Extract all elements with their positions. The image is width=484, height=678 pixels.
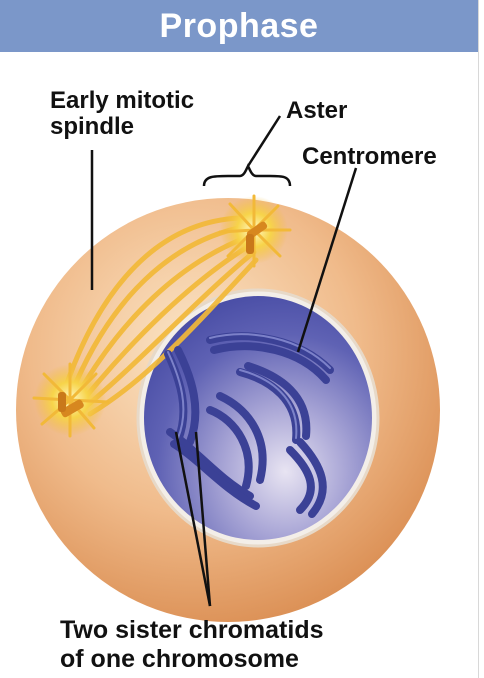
aster-label: Aster xyxy=(286,97,348,124)
label-pointers xyxy=(90,115,358,607)
chromatids-line1: Two sister chromatids xyxy=(60,616,324,644)
chromatids-line2: of one chromosome xyxy=(60,645,299,673)
aster-bracket xyxy=(202,163,292,187)
chromatid-pointer-right xyxy=(194,431,212,607)
chromatids-label: Two sister chromatids of one chromosome xyxy=(60,616,324,674)
page-title: Prophase xyxy=(159,6,319,45)
early-mitotic-spindle-label: Early mitotic spindle xyxy=(50,88,194,140)
chromatid-highlights xyxy=(167,333,331,439)
centromere-label: Centromere xyxy=(302,143,437,170)
edge-rule xyxy=(478,0,484,678)
chromatid-pointer-left xyxy=(174,431,212,607)
centromere-pointer xyxy=(296,167,358,353)
aster-upper xyxy=(218,194,292,268)
prophase-cell-diagram xyxy=(16,115,440,622)
early-mitotic-spindle-line1: Early mitotic xyxy=(50,87,195,114)
title-banner: Prophase xyxy=(0,0,478,52)
aster-pointer xyxy=(246,115,282,167)
early-mitotic-spindle-line2: spindle xyxy=(50,113,135,140)
aster-lower xyxy=(32,362,110,438)
